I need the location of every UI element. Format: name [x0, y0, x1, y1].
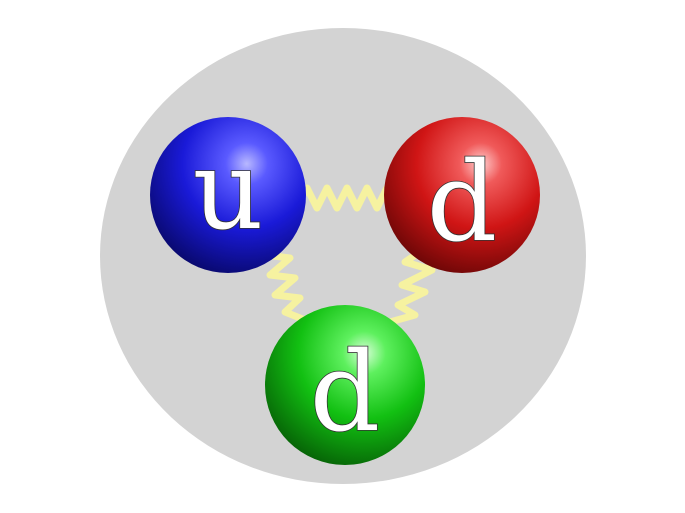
quark-down-green [265, 305, 425, 465]
quark-down-green-label: d [310, 328, 380, 456]
gluon-u-d-top [293, 184, 401, 212]
gluon-u-d-bottom [261, 236, 309, 334]
quark-up-label: u [193, 126, 264, 254]
quark-down-red [384, 117, 540, 273]
quark-down-red-label: d [427, 138, 497, 266]
gluon-d-d-right [384, 241, 436, 334]
quark-up-blue [150, 117, 306, 273]
